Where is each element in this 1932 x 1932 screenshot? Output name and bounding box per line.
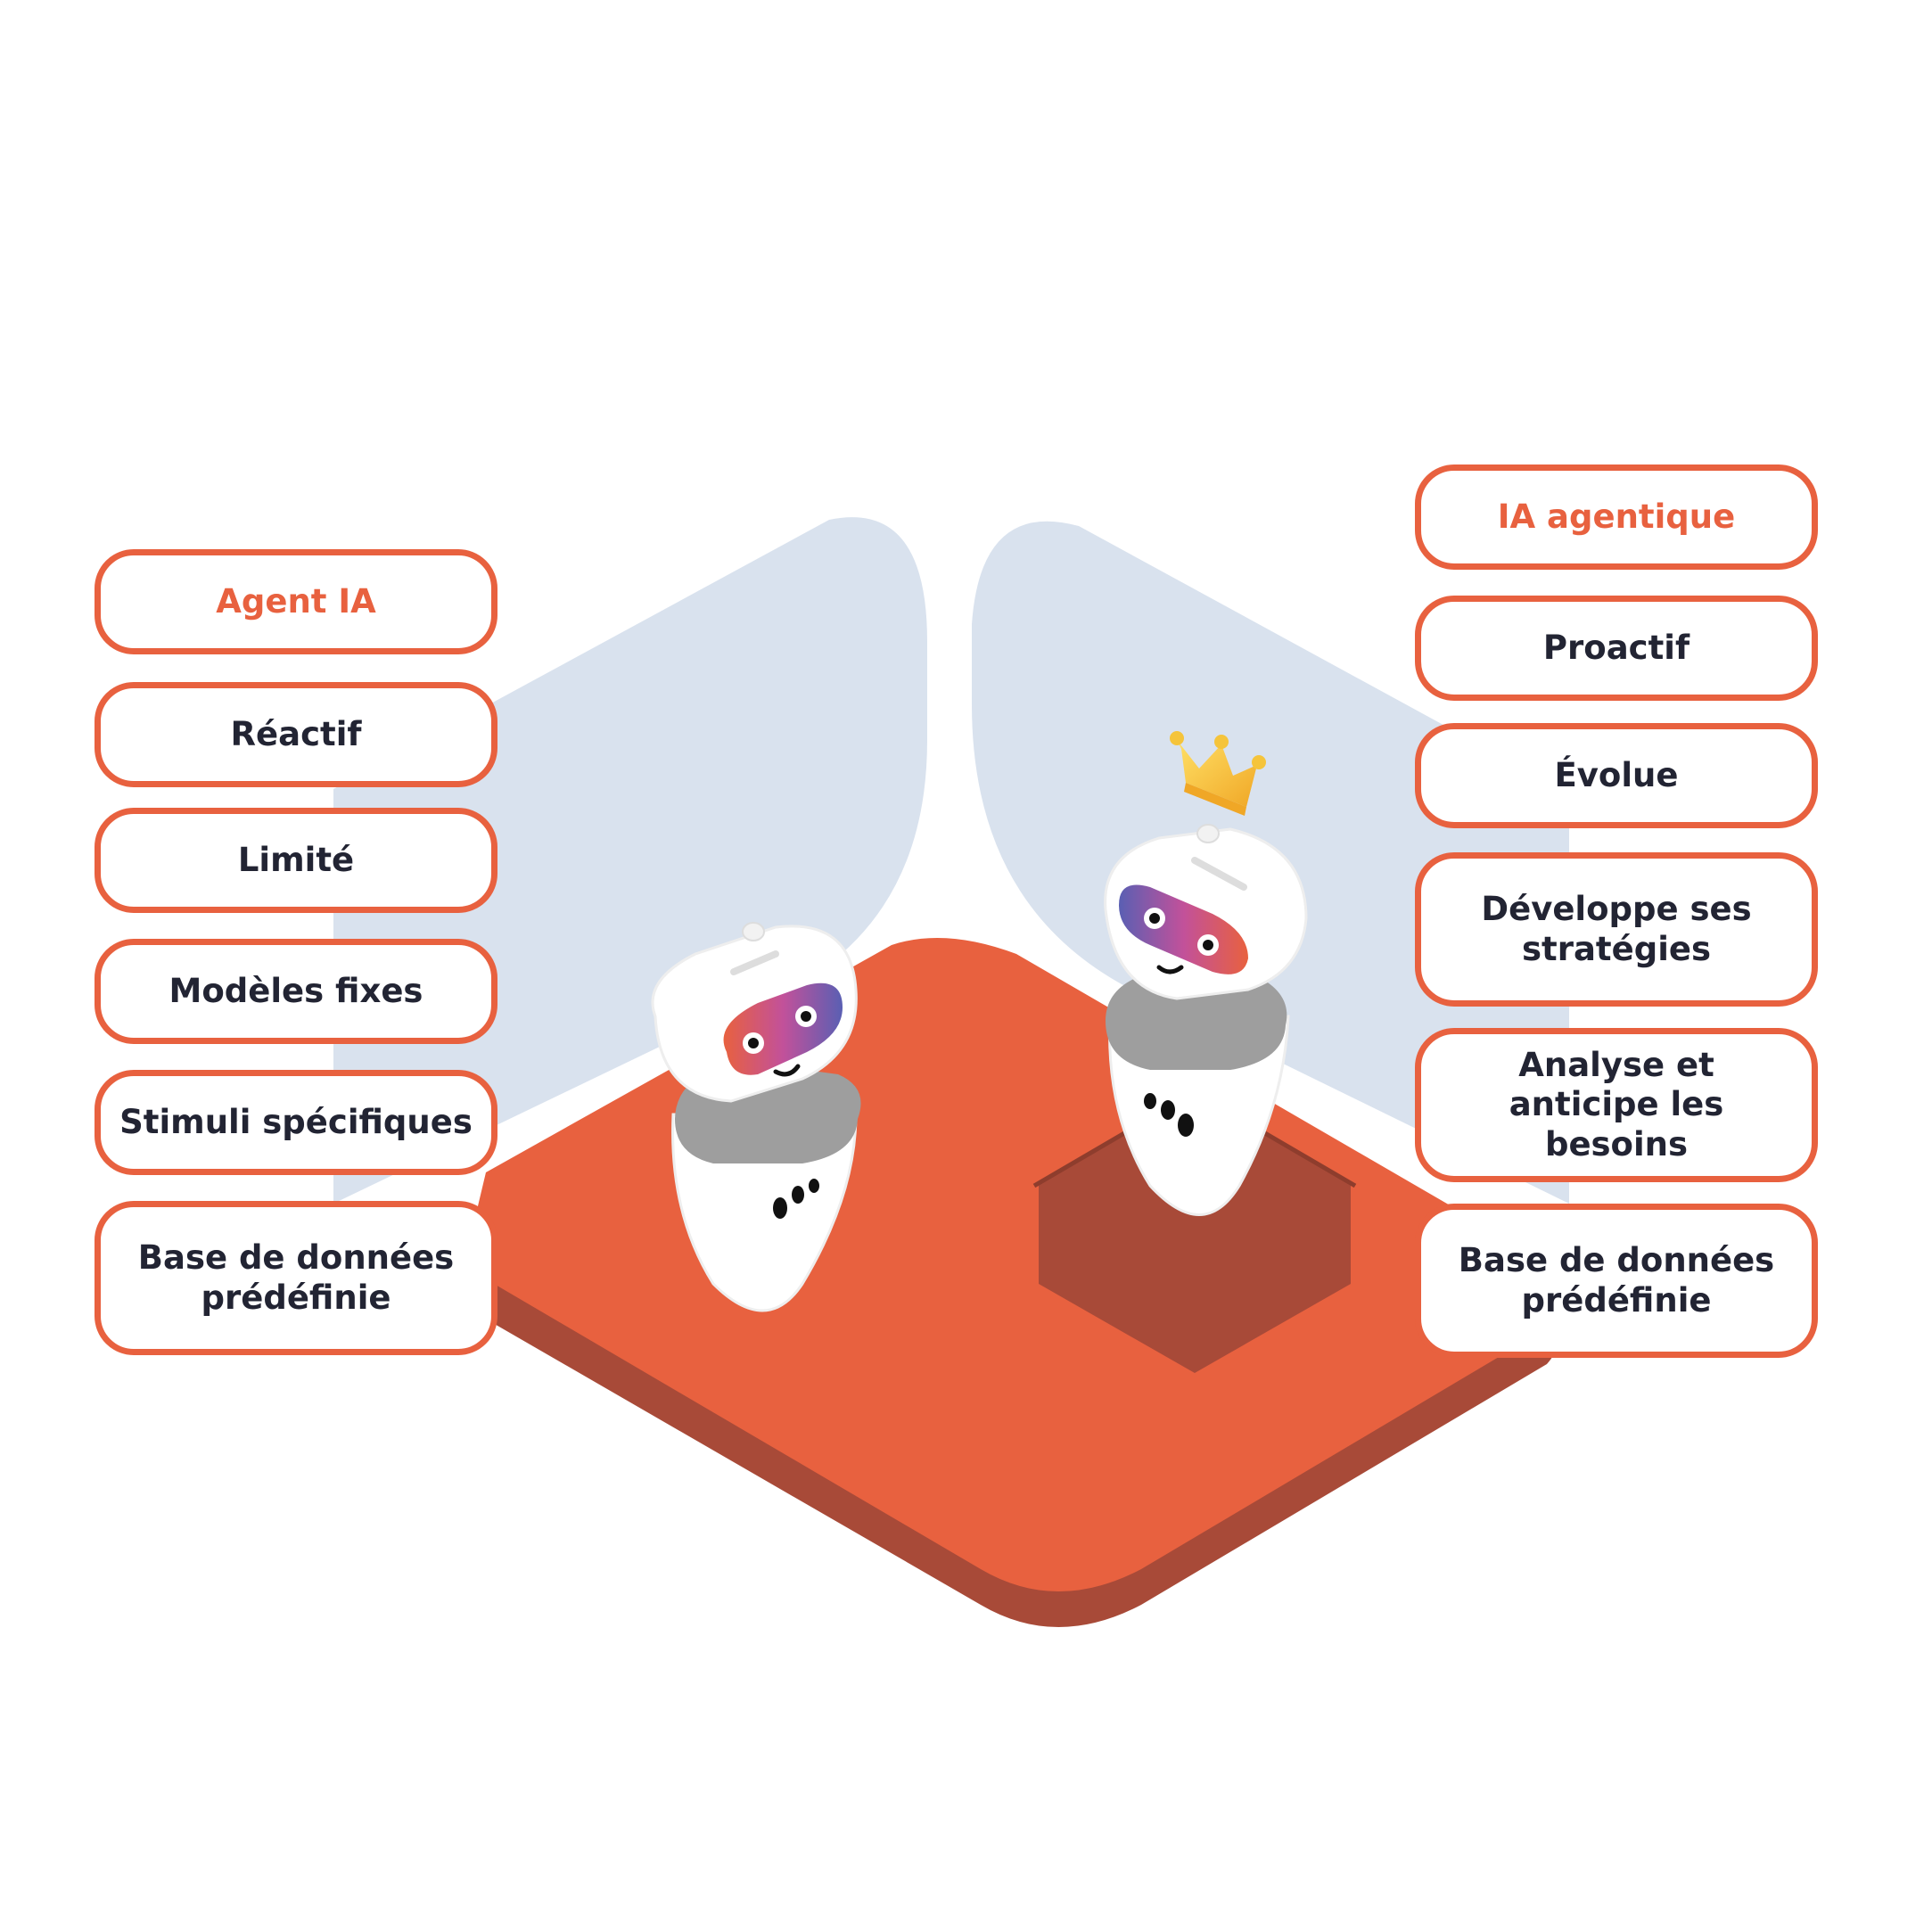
agent-ia-item: Base de données prédéfinie <box>95 1201 497 1355</box>
ia-agentique-item: Base de données prédéfinie <box>1415 1204 1818 1358</box>
ia-agentique-item: Analyse et anticipe les besoins <box>1415 1028 1818 1182</box>
robot-icon <box>1104 824 1308 1216</box>
agent-ia-heading: Agent IA <box>95 549 497 654</box>
agent-ia-item: Réactif <box>95 682 497 787</box>
agent-ia-item: Modèles fixes <box>95 939 497 1044</box>
robot-icon <box>651 922 861 1312</box>
ia-agentique-item: Développe ses stratégies <box>1415 852 1818 1007</box>
agent-ia-item: Limité <box>95 808 497 913</box>
ia-agentique-heading: IA agentique <box>1415 465 1818 570</box>
ia-agentique-item: Proactif <box>1415 596 1818 701</box>
agent-ia-item: Stimuli spécifiques <box>95 1070 497 1175</box>
ia-agentique-item: Évolue <box>1415 723 1818 828</box>
crown-icon <box>1170 731 1266 816</box>
